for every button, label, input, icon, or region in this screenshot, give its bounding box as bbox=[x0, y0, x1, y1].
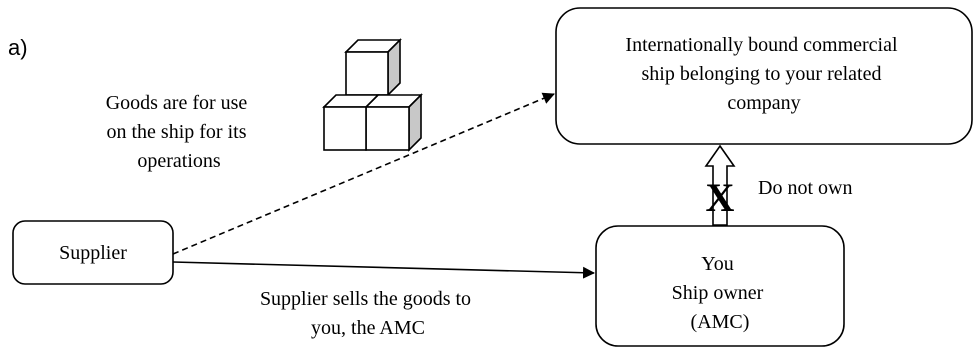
ship-box-text: Internationally bound commercial ship be… bbox=[625, 34, 902, 114]
hollow-up-arrow-icon bbox=[704, 144, 736, 226]
supplier-box bbox=[12, 220, 174, 285]
ownership-label: Do not own bbox=[758, 177, 852, 199]
goods-delivery-arrow bbox=[172, 92, 555, 255]
supplier-box-text: Supplier bbox=[59, 242, 127, 264]
you-box bbox=[595, 225, 845, 347]
figure-label: a) bbox=[8, 35, 28, 60]
sale-label: Supplier sells the goods to you, the AMC bbox=[260, 288, 476, 339]
you-box-text: You Ship owner (AMC) bbox=[672, 253, 769, 333]
stacked-boxes-icon bbox=[322, 38, 423, 152]
goods-label: Goods are for use on the ship for its op… bbox=[106, 92, 253, 172]
not-owned-cross: X bbox=[706, 175, 735, 220]
sale-arrow bbox=[172, 261, 595, 279]
ship-box bbox=[555, 7, 973, 145]
